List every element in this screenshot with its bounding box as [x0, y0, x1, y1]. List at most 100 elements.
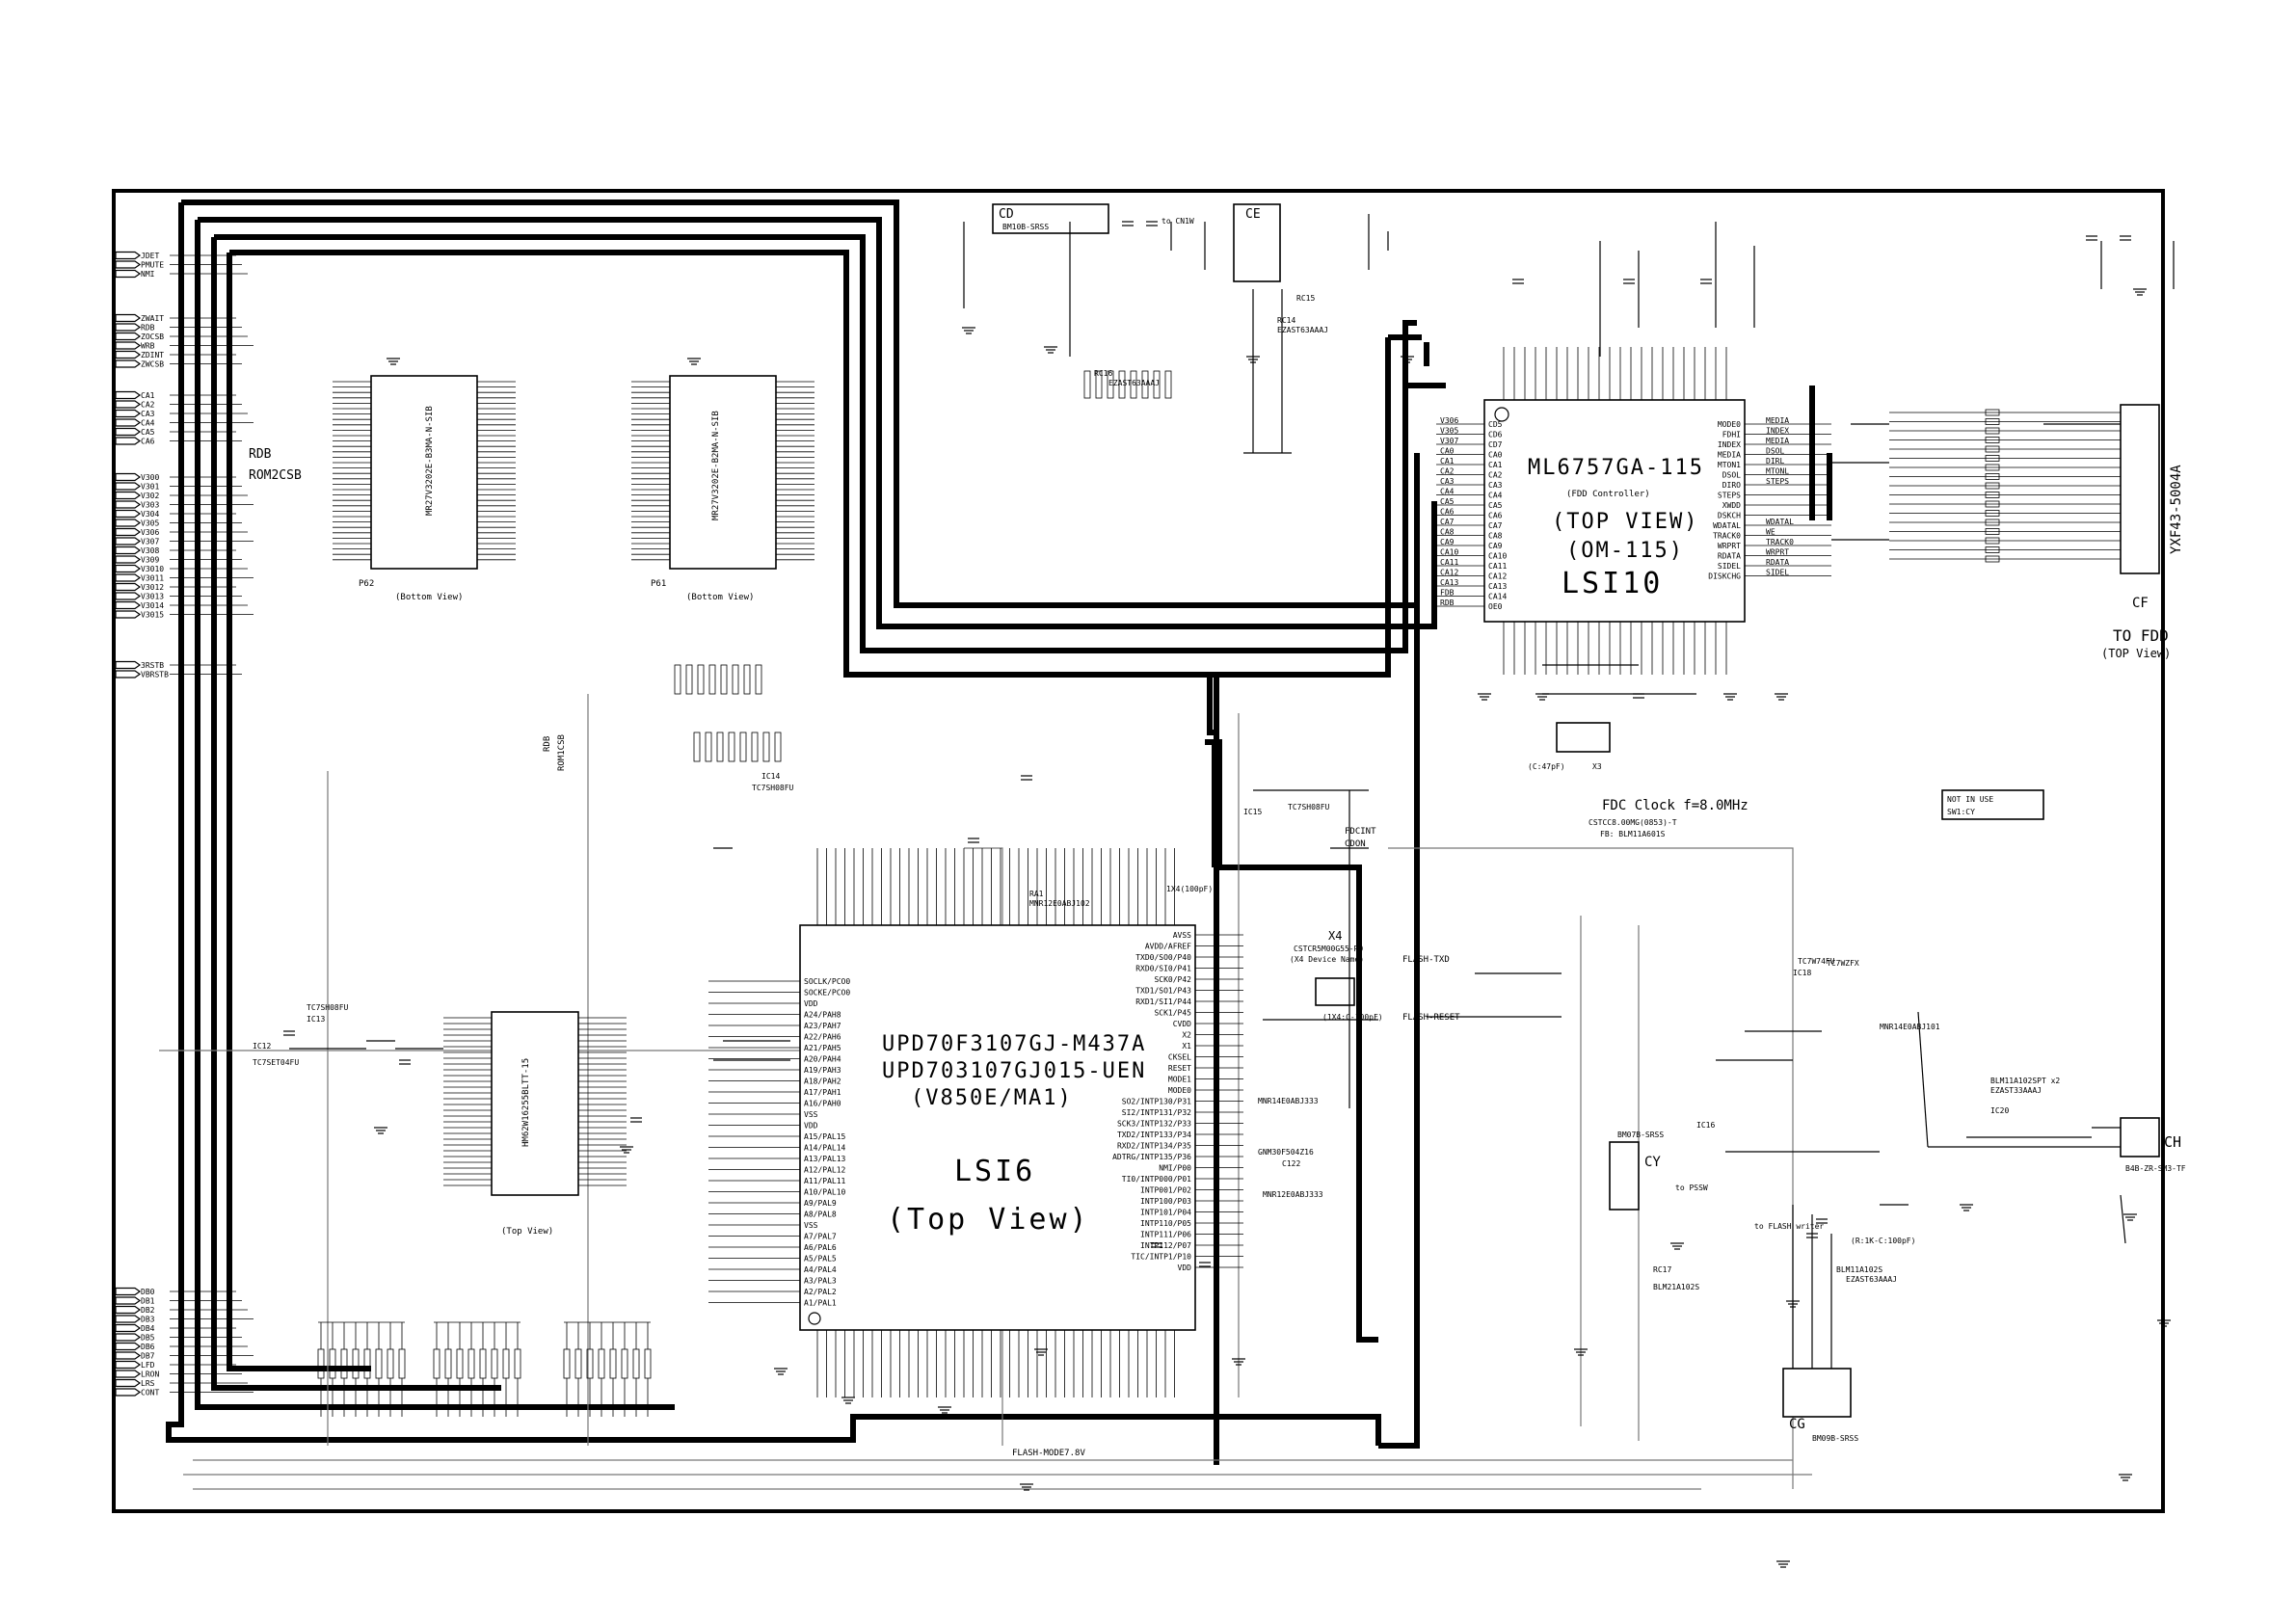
lsi10-left-pin-label: CA2 [1488, 471, 1503, 480]
resistor [716, 732, 724, 762]
net-flag-label: V307 [141, 538, 159, 546]
lsi10-right-net: WDATAL [1766, 518, 1794, 526]
resistor [632, 1348, 640, 1379]
net-flag [115, 1342, 142, 1351]
cd-part: BM10B-SRSS [1002, 223, 1049, 231]
component-label: TC7SH08FU [1288, 803, 1330, 812]
component-label: MNR12E0ABJ102 [1029, 899, 1090, 908]
lsi6-right-pin-label: X2 [1182, 1031, 1191, 1040]
lsi6-left-pin-label: A17/PAH1 [804, 1088, 841, 1097]
component-label: BLM21A102S [1653, 1283, 1699, 1291]
lsi10-left-net: CA4 [1440, 488, 1455, 496]
lsi10-fdc: ML6757GA-115 (FDD Controller) (TOP VIEW)… [1436, 347, 1831, 838]
lsi6-part2: UPD703107GJ015-UEN [882, 1059, 1146, 1083]
cf-resistor [1985, 409, 2000, 416]
lsi6-left-pin-label: VDD [804, 999, 818, 1008]
lsi6-right-pin-label: SO2/INTP130/P31 [1122, 1098, 1191, 1106]
resistor [352, 1348, 360, 1379]
x4-note: (X4 Device Name) [1290, 955, 1364, 964]
resistor [1095, 370, 1103, 399]
net-flag-label: DB4 [141, 1324, 155, 1333]
lsi6-right-pin-label: NMI/P00 [1159, 1164, 1191, 1173]
net-flag-label: ZOCSB [141, 333, 164, 341]
cf-resistor [1985, 437, 2000, 443]
lsi6-right-pin-label: RXD2/INTP134/P35 [1117, 1142, 1191, 1151]
lsi10-left-pin-label: CA14 [1488, 593, 1507, 601]
net-flag-label: DB0 [141, 1288, 155, 1296]
net-flag [115, 1388, 142, 1397]
lsi10-right-net: WRPRT [1766, 548, 1789, 557]
ce-connector: CE [1233, 203, 1281, 282]
ic4-rom: MR27V3202E-B2MA-N-SIB (Bottom View) P61 [631, 375, 814, 602]
resistor [1153, 370, 1161, 399]
component-label: RA1 [1029, 890, 1044, 898]
lsi10-right-pin-label: DIRO [1722, 481, 1741, 490]
lsi6-right-pin-label: INTP101/P04 [1140, 1209, 1191, 1217]
component-label: MNR14E0ABJ333 [1258, 1097, 1319, 1105]
lsi6-left-pin-label: A11/PAL11 [804, 1177, 846, 1185]
lsi10-left-pin-label: CA10 [1488, 552, 1507, 561]
component-label: IC12 [253, 1042, 271, 1051]
lsi10-left-net: CA2 [1440, 467, 1455, 476]
component-label: EZAST63AAAJ [1846, 1275, 1897, 1284]
fdc-clock-fb: FB: BLM11A601S [1600, 830, 1666, 838]
lsi10-left-net: CA8 [1440, 528, 1455, 537]
lsi10-left-net: V305 [1440, 427, 1458, 436]
sheet-frame [112, 189, 2165, 1513]
lsi6-right-pin-label: TXD2/INTP133/P34 [1117, 1131, 1191, 1139]
ic4-part-label: MR27V3202E-B2MA-N-SIB [711, 411, 721, 520]
lsi10-left-pin-label: CA1 [1488, 461, 1503, 469]
lsi6-left-pin-label: A12/PAL12 [804, 1166, 846, 1175]
lsi6-right-pin-label: MODE1 [1168, 1076, 1191, 1084]
x4-resonator: X4 CSTCR5M00G55-R0 (X4 Device Name) [1290, 929, 1364, 1006]
bus-label: FLASH-RESET [1402, 1013, 1460, 1023]
lsi10-right-net: DSOL [1766, 447, 1784, 456]
cd-label: CD [999, 207, 1014, 222]
net-flag-label: V3013 [141, 593, 164, 601]
lsi10-left-pin-label: CA6 [1488, 512, 1503, 520]
lsi10-left-pin-label: CA3 [1488, 481, 1503, 490]
cf-resistor [1985, 510, 2000, 517]
component-label: RC16 [1094, 369, 1112, 378]
net-flag-label: WRB [141, 342, 155, 351]
net-flag [115, 670, 142, 678]
resistor [340, 1348, 348, 1379]
lsi10-left-net: CA3 [1440, 477, 1455, 486]
net-flag [115, 341, 142, 350]
lsi6-right-pin-label: INTP110/P05 [1140, 1219, 1191, 1228]
bus-label: ROM1CSB [557, 734, 567, 771]
resistor [514, 1348, 521, 1379]
lsi6-left-pin-label: A7/PAL7 [804, 1233, 837, 1241]
lsi10-right-pin-label: SIDEL [1718, 562, 1741, 571]
lsi6-left-pin-label: A2/PAL2 [804, 1288, 837, 1296]
net-flag-label: LFD [141, 1361, 155, 1370]
lsi10-left-net: CA0 [1440, 447, 1455, 456]
lsi6-left-pin-label: A21/PAH5 [804, 1044, 841, 1052]
net-flag [115, 482, 142, 491]
cf-resistor [1985, 455, 2000, 462]
lsi6-right-pin-label: MODE0 [1168, 1086, 1191, 1095]
component-label: (R:1K-C:100pF) [1851, 1237, 1915, 1245]
lsi10-left-pin-label: CA5 [1488, 501, 1503, 510]
lsi10-right-pin-label: STEPS [1718, 492, 1741, 500]
component-label: MNR14E0ABJ101 [1880, 1023, 1940, 1031]
net-flag [115, 610, 142, 619]
cf-resistor [1985, 464, 2000, 471]
net-flag [115, 537, 142, 545]
lsi10-left-pin-label: CA7 [1488, 521, 1503, 530]
net-flag-label: ZWAIT [141, 314, 164, 323]
resistor [479, 1348, 487, 1379]
left-net-flags: JDETPMUTENMIZWAITRDBZOCSBWRBZDINTZWCSBCA… [115, 251, 254, 1397]
resistor [467, 1348, 475, 1379]
lsi10-right-pin-label: WDATAL [1713, 521, 1741, 530]
net-flag-label: LRON [141, 1370, 159, 1379]
lsi10-right-net: WE [1766, 528, 1775, 537]
net-flag [115, 350, 142, 359]
net-flag-label: V3015 [141, 611, 164, 620]
resistor [1164, 370, 1172, 399]
cf-name: CF [2132, 596, 2149, 611]
lsi10-left-net: CA1 [1440, 457, 1455, 466]
not-in-use-line2: SW1:CY [1947, 808, 1975, 816]
resistor [732, 664, 739, 695]
net-flag-label: V306 [141, 528, 159, 537]
